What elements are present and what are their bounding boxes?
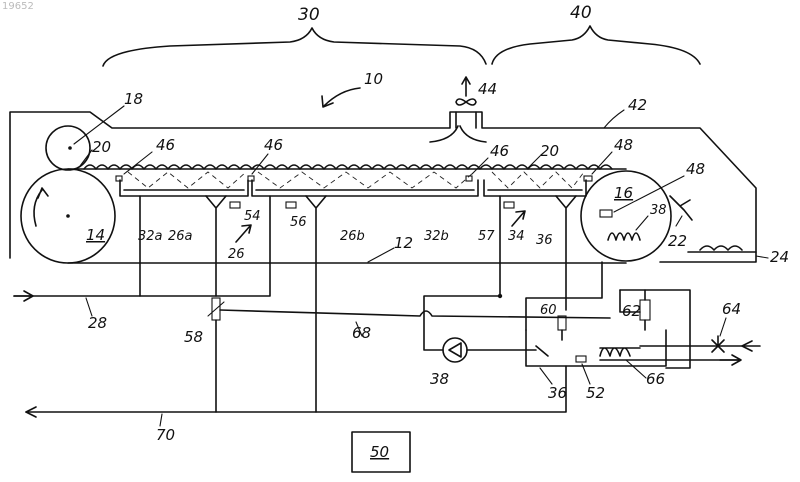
label-16: 16 [614, 184, 633, 202]
label-52: 52 [586, 384, 605, 402]
label-38-pump: 38 [430, 370, 449, 388]
pump-line [424, 196, 500, 350]
sensor-54 [230, 202, 240, 208]
valve-64 [712, 336, 724, 352]
sensor-46-left [116, 176, 122, 181]
label-10: 10 [364, 70, 383, 88]
label-32a: 32a [138, 229, 163, 244]
drain-34 [556, 196, 576, 310]
drain-56 [306, 196, 326, 412]
conveyor-belt-12 [68, 169, 626, 263]
arrow-26 [236, 225, 251, 242]
heater-coil-38 [608, 233, 640, 240]
label-46-mid: 46 [264, 136, 283, 154]
label-12: 12 [394, 234, 413, 252]
label-68: 68 [352, 324, 371, 342]
label-50: 50 [370, 443, 389, 461]
label-48-top: 48 [614, 136, 633, 154]
label-64: 64 [722, 300, 741, 318]
label-20-left: 20 [92, 138, 111, 156]
housing-42 [10, 112, 756, 262]
label-36-bottom: 36 [548, 384, 567, 402]
inlet-line-28 [14, 196, 270, 296]
label-60: 60 [540, 303, 557, 318]
label-26: 26 [228, 247, 245, 262]
sensor-56 [286, 202, 296, 208]
label-46-left: 46 [156, 136, 175, 154]
tank-feed-line [526, 262, 602, 330]
pump-38 [443, 338, 467, 362]
label-42: 42 [628, 96, 647, 114]
label-62: 62 [622, 302, 641, 320]
valve-62 [640, 300, 650, 320]
brace-30 [103, 28, 486, 66]
label-44: 44 [478, 80, 497, 98]
label-57: 57 [478, 229, 495, 244]
exhaust-duct [456, 112, 476, 128]
rotation-arrow [34, 188, 48, 226]
arrow-34 [512, 211, 525, 226]
label-18: 18 [124, 90, 143, 108]
label-14: 14 [86, 226, 105, 244]
drain-54 [206, 196, 226, 296]
label-70: 70 [156, 426, 175, 444]
label-58: 58 [184, 328, 203, 346]
brace-40 [492, 26, 700, 64]
label-46-right: 46 [490, 142, 509, 160]
label-28: 28 [88, 314, 107, 332]
label-38-top: 38 [650, 203, 667, 218]
label-20-right: 20 [540, 142, 559, 160]
arrow-10 [324, 88, 360, 106]
tray-26a [120, 180, 248, 196]
tray-34 [484, 180, 586, 196]
label-36-top: 36 [536, 233, 553, 248]
label-56: 56 [290, 215, 307, 230]
label-24: 24 [770, 248, 789, 266]
outlet-line-70 [26, 366, 566, 412]
label-34: 34 [508, 229, 525, 244]
label-22: 22 [668, 232, 687, 250]
label-40: 40 [570, 3, 592, 23]
sensor-46-mid [248, 176, 254, 181]
sensor-57 [504, 202, 514, 208]
label-26b: 26b [340, 229, 365, 244]
label-48-right: 48 [686, 160, 705, 178]
sensor-48-tank [600, 210, 612, 217]
label-66: 66 [646, 370, 665, 388]
sensor-52 [576, 356, 586, 362]
label-32b: 32b [424, 229, 449, 244]
label-54: 54 [244, 209, 261, 224]
fan-icon [456, 99, 476, 105]
discharge-tray-24 [688, 246, 756, 252]
document-id: 19652 [2, 1, 34, 12]
heater-coil-66 [600, 348, 740, 360]
tray-26b [252, 180, 478, 196]
label-26a: 26a [168, 229, 193, 244]
roller-18 [46, 126, 90, 170]
label-30: 30 [298, 5, 320, 25]
nozzle-22 [670, 196, 692, 220]
